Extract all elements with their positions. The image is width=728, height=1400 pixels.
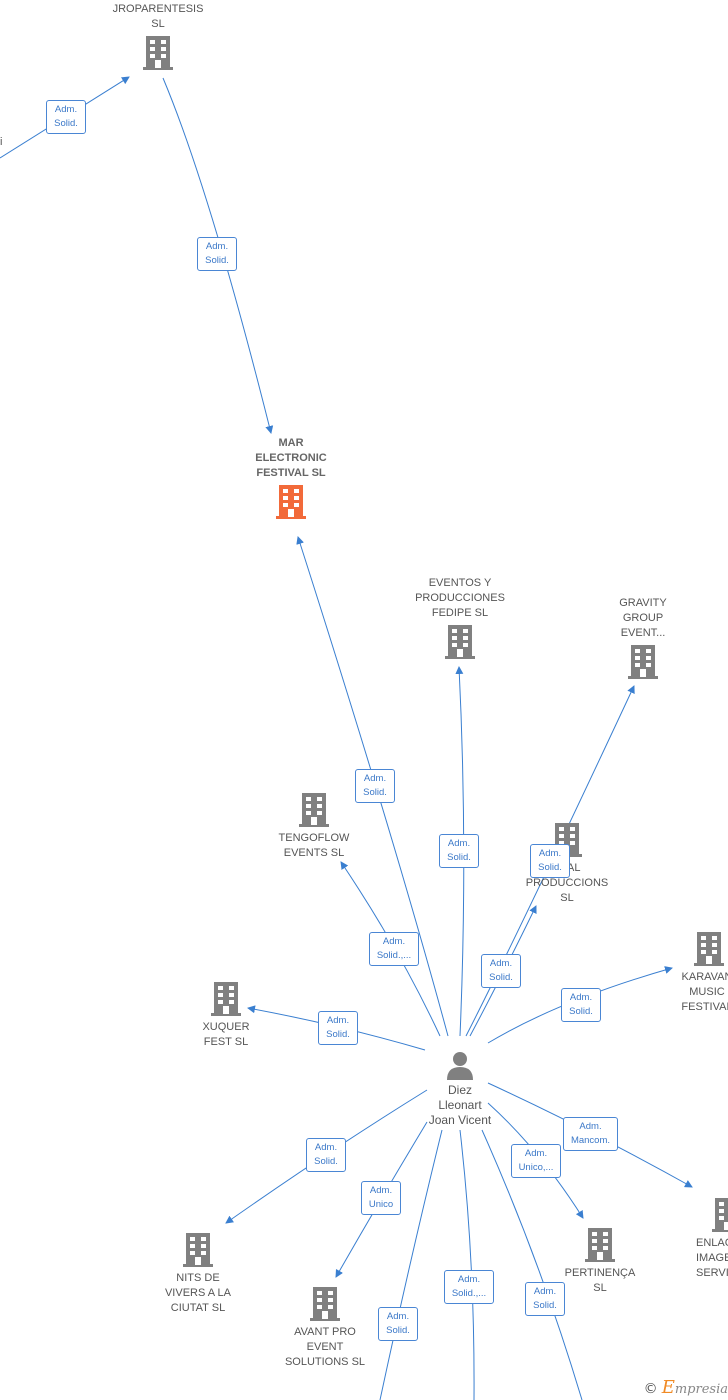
node-gravity-group[interactable]: GRAVITY GROUP EVENT... [598, 596, 688, 679]
edge-person-bottom1 [379, 1129, 443, 1400]
node-pertinenca[interactable]: PERTINENÇA SL [555, 1228, 645, 1296]
building-icon [299, 793, 329, 827]
building-icon [628, 645, 658, 679]
node-label: NITS DE VIVERS A LA CIUTAT SL [164, 1272, 232, 1314]
node-nits-de-vivers[interactable]: NITS DE VIVERS A LA CIUTAT SL [150, 1233, 246, 1316]
edge-label-person-xuquer[interactable]: Adm. Solid. [318, 1011, 358, 1045]
node-label: XUQUER FEST SL [202, 1021, 250, 1048]
node-label: Diez Lleonart Joan Vicent [428, 1083, 492, 1127]
edge-label-person-nits[interactable]: Adm. Solid. [306, 1138, 346, 1172]
node-eventos-fedipe[interactable]: EVENTOS Y PRODUCCIONES FEDIPE SL [405, 576, 515, 659]
node-tengoflow[interactable]: TENGOFLOW EVENTS SL [264, 793, 364, 861]
node-mar-electronic-festival[interactable]: MAR ELECTRONIC FESTIVAL SL [236, 436, 346, 519]
node-enlace-image-services[interactable]: ENLAC IMAGE SERVIC [690, 1198, 728, 1281]
node-label: JROPARENTESIS SL [112, 3, 204, 30]
node-label: AVANT PRO EVENT SOLUTIONS SL [284, 1326, 366, 1368]
edge-label-person-karavan[interactable]: Adm. Solid. [561, 988, 601, 1022]
edge-label-person-avant[interactable]: Adm. Unico [361, 1181, 401, 1215]
node-jroparentesis[interactable]: JROPARENTESIS SL [100, 2, 216, 70]
building-icon [585, 1228, 615, 1262]
building-icon [143, 36, 173, 70]
building-icon-highlight [276, 485, 306, 519]
building-icon [694, 932, 724, 966]
node-karavan-music-festival[interactable]: KARAVAN MUSIC FESTIVAL [668, 932, 728, 1015]
edge-label-jrop-mar[interactable]: Adm. Solid. [197, 237, 237, 271]
edge-person-mar [296, 536, 449, 1037]
building-icon [183, 1233, 213, 1267]
node-label: TENGOFLOW EVENTS SL [278, 832, 350, 859]
node-label: PERTINENÇA SL [564, 1267, 636, 1294]
edge-label-person-eventos[interactable]: Adm. Solid. [439, 834, 479, 868]
node-xuquer-fest[interactable]: XUQUER FEST SL [186, 982, 266, 1050]
edge-label-person-mar[interactable]: Adm. Solid. [355, 769, 395, 803]
building-icon [445, 625, 475, 659]
edge-label-person-enlace[interactable]: Adm. Mancom. [563, 1117, 618, 1151]
node-avant-pro[interactable]: AVANT PRO EVENT SOLUTIONS SL [273, 1287, 377, 1370]
edge-label-person-rjal[interactable]: Adm. Solid. [481, 954, 521, 988]
brand-name: mpresia [674, 1382, 728, 1397]
building-icon [712, 1198, 728, 1232]
edge-label-left-jrop[interactable]: Adm. Solid. [46, 100, 86, 134]
building-icon [310, 1287, 340, 1321]
edge-label-person-bottom3[interactable]: Adm. Solid. [525, 1282, 565, 1316]
node-label: i [0, 136, 3, 148]
edge-person-bottom3 [481, 1129, 583, 1400]
node-person-diez-lleonart[interactable]: Diez Lleonart Joan Vicent [410, 1050, 510, 1128]
building-icon [211, 982, 241, 1016]
copyright-symbol: © [643, 1381, 658, 1397]
edge-label-person-bottom2[interactable]: Adm. Solid.,... [444, 1270, 494, 1304]
edge-label-person-pertinenca[interactable]: Adm. Unico,... [511, 1144, 561, 1178]
edge-person-gravity [465, 685, 635, 1037]
node-label: ENLAC IMAGE SERVIC [696, 1237, 728, 1279]
node-label: KARAVAN MUSIC FESTIVAL [681, 971, 728, 1013]
edge-label-person-bottom1[interactable]: Adm. Solid. [378, 1307, 418, 1341]
edge-person-bottom2 [459, 1129, 475, 1400]
edge-label-person-gravity[interactable]: Adm. Solid. [530, 844, 570, 878]
edge-jrop-mar [162, 77, 274, 434]
brand-initial: E [661, 1377, 675, 1398]
node-left-partial[interactable]: i [0, 135, 6, 150]
node-label: EVENTOS Y PRODUCCIONES FEDIPE SL [415, 577, 505, 619]
brand-footer: © Empresia [644, 1377, 728, 1398]
person-icon [447, 1052, 473, 1080]
node-label: MAR ELECTRONIC FESTIVAL SL [255, 437, 327, 479]
node-label: GRAVITY GROUP EVENT... [619, 597, 667, 639]
edge-label-person-tengo[interactable]: Adm. Solid.,... [369, 932, 419, 966]
